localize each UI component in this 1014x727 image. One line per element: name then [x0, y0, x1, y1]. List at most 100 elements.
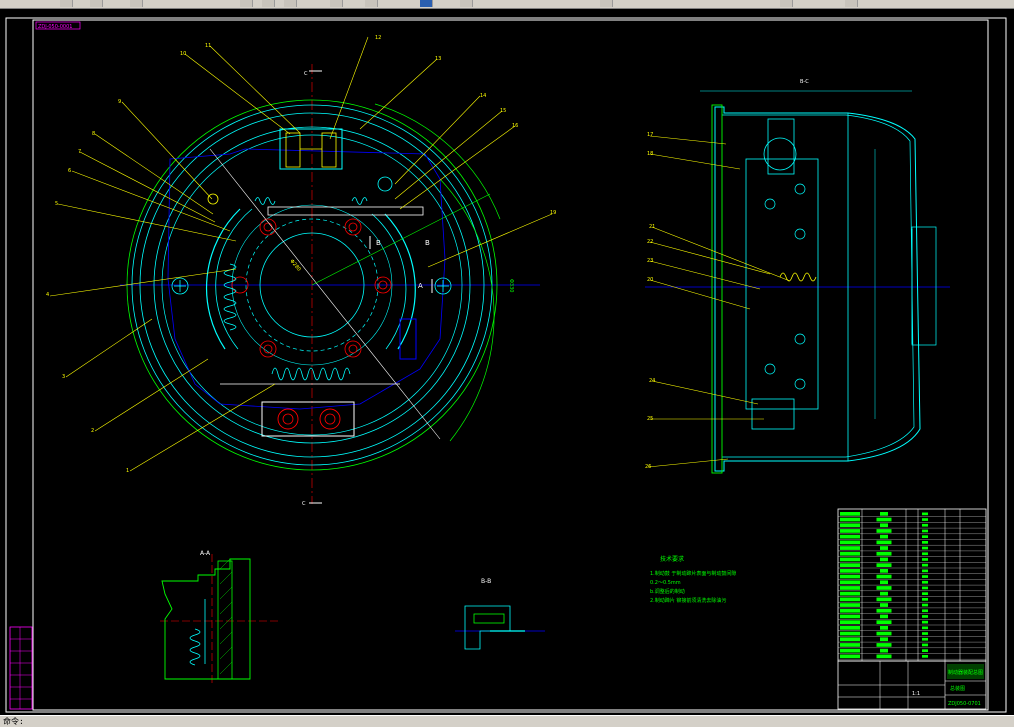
parts-row-qty-cell: [922, 592, 928, 595]
parts-row-number-cell: [840, 586, 860, 590]
parts-row-name-cell: [880, 512, 888, 516]
callout-6: 6: [68, 168, 71, 174]
parts-row-number-cell: [840, 517, 860, 522]
parts-row-qty-cell: [922, 569, 928, 573]
parts-row-qty-cell: [922, 535, 928, 538]
parts-row-number-cell: [840, 637, 860, 642]
parts-row-number-cell: [840, 569, 860, 573]
section-aa-label: A-A: [200, 550, 211, 557]
parts-row-name-cell: [876, 654, 892, 659]
redo-button[interactable]: [90, 0, 103, 7]
drawing-canvas[interactable]: ZDJ-050-0001 C C: [0, 9, 1014, 715]
note-3: b.调整后的制动: [650, 588, 685, 595]
title-block-sub: 总装图: [950, 685, 965, 692]
parts-row-qty-cell: [922, 632, 928, 635]
svg-text:Φ280: Φ280: [288, 258, 301, 272]
parts-row-number-cell: [840, 546, 860, 550]
callout-11: 11: [205, 43, 211, 49]
parts-row-number-cell: [840, 608, 860, 613]
parts-row-number-cell: [840, 534, 860, 539]
parts-row-qty-cell: [922, 598, 928, 601]
callout-21: 21: [649, 224, 655, 230]
note-2: 0.2～0.5mm: [650, 580, 681, 586]
parts-row-name-cell: [876, 631, 892, 636]
markup-button[interactable]: [600, 0, 613, 7]
technical-notes: 技术要求 1.制动鼓 于制动蹄片表面与制动鼓间隙 0.2～0.5mm b.调整后…: [650, 555, 736, 604]
callout-10: 10: [180, 51, 186, 57]
callout-3: 3: [62, 374, 65, 380]
parts-row-name-cell: [880, 591, 888, 596]
parts-row-name-cell: [876, 563, 892, 567]
parts-row-qty-cell: [922, 586, 928, 590]
parts-row-number-cell: [840, 626, 860, 630]
callout-18: 18: [647, 151, 653, 157]
callout-17: 17: [647, 132, 653, 138]
parts-row-number-cell: [840, 654, 860, 659]
cad-drawing[interactable]: ZDJ-050-0001 C C: [0, 9, 1014, 715]
parts-row-number-cell: [840, 540, 860, 545]
parts-row-name-cell: [876, 540, 892, 545]
parts-row-name-cell: [880, 569, 888, 573]
parts-row-qty-cell: [922, 512, 928, 516]
zoom-previous-button[interactable]: [284, 0, 297, 7]
help-button[interactable]: [845, 0, 858, 7]
callout-8: 8: [92, 131, 95, 137]
parts-row-name-cell: [876, 620, 892, 624]
parts-row-number-cell: [840, 580, 860, 585]
parts-row-number-cell: [840, 563, 860, 567]
callout-9: 9: [118, 99, 121, 105]
status-bar: 命令:: [0, 715, 1014, 727]
parts-row-qty-cell: [922, 655, 928, 658]
callout-25: 25: [647, 416, 653, 422]
parts-row-name-cell: [876, 643, 892, 647]
parts-row-qty-cell: [922, 637, 928, 641]
sheet-inner-border: [32, 19, 989, 711]
sheet-set-button[interactable]: [460, 0, 473, 7]
pan-button[interactable]: [130, 0, 143, 7]
parts-row-name-cell: [880, 648, 888, 653]
note-4: 2.制动蹄片 铆接前须清洗去除油污: [650, 597, 726, 604]
parts-row-qty-cell: [922, 615, 928, 618]
callout-2: 2: [91, 428, 94, 434]
parts-row-number-cell: [840, 648, 860, 653]
parts-row-number-cell: [840, 591, 860, 596]
calculator-button[interactable]: [780, 0, 793, 7]
title-block: 制动器装配总图 总装图 ZDJ050-0701 1:1: [837, 660, 987, 710]
label-b-mark-2: B: [425, 239, 430, 247]
parts-row-qty-cell: [922, 518, 928, 521]
label-a-mark: A: [418, 282, 423, 290]
parts-row-qty-cell: [922, 643, 928, 647]
title-stamp-text: ZDJ-050-0001: [38, 24, 72, 30]
parts-row-name-cell: [876, 517, 892, 522]
parts-row-number-cell: [840, 631, 860, 636]
callout-7: 7: [78, 149, 81, 155]
title-block-no: ZDJ050-0701: [948, 701, 981, 707]
callout-1: 1: [126, 468, 129, 474]
parts-row-number-cell: [840, 603, 860, 607]
parts-row-number-cell: [840, 551, 860, 556]
parts-row-name-cell: [876, 586, 892, 590]
parts-row-qty-cell: [922, 603, 928, 607]
parts-row-name-cell: [876, 597, 892, 602]
zoom-window-button[interactable]: [262, 0, 275, 7]
command-line[interactable]: 命令:: [3, 717, 24, 726]
callout-24: 24: [649, 378, 655, 384]
parts-row-number-cell: [840, 529, 860, 533]
section-bb-label: B-B: [481, 578, 491, 585]
parts-row-name-cell: [876, 574, 892, 579]
zoom-realtime-button[interactable]: [240, 0, 253, 7]
undo-button[interactable]: [60, 0, 73, 7]
sheet-outer-border: [5, 17, 1007, 713]
parts-row-qty-cell: [922, 580, 928, 584]
parts-row-name-cell: [876, 551, 892, 556]
label-c-bottom: C: [302, 501, 306, 507]
properties-button[interactable]: [330, 0, 343, 7]
tool-palettes-button[interactable]: [420, 0, 433, 7]
parts-row-name-cell: [880, 534, 888, 539]
design-center-button[interactable]: [365, 0, 378, 7]
parts-row-qty-cell: [922, 563, 928, 567]
parts-row-name-cell: [880, 557, 888, 562]
parts-row-number-cell: [840, 512, 860, 516]
callout-26: 26: [645, 464, 651, 470]
parts-row-qty-cell: [922, 620, 928, 624]
